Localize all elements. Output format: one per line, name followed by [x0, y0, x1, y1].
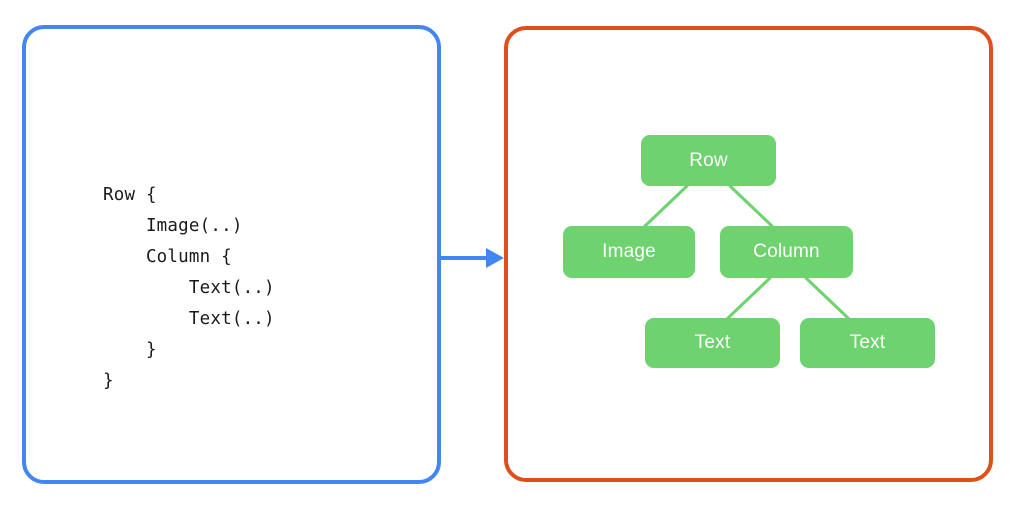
tree-node-column-label: Column: [753, 241, 820, 262]
tree-node-text-1[interactable]: Text: [645, 318, 780, 368]
tree-node-text-1-label: Text: [694, 332, 731, 353]
tree-node-row-label: Row: [689, 149, 728, 171]
tree-node-image-label: Image: [602, 241, 656, 262]
tree-node-text-2-label: Text: [849, 332, 886, 353]
tree-node-image[interactable]: Image: [563, 226, 695, 278]
tree-node-column[interactable]: Column: [720, 226, 853, 278]
code-snippet: Row { Image(..) Column { Text(..) Text(.…: [103, 185, 275, 391]
code-panel: Row { Image(..) Column { Text(..) Text(.…: [22, 25, 441, 484]
tree-node-row[interactable]: Row: [641, 135, 776, 186]
flow-arrow-icon: [438, 248, 504, 268]
tree-node-text-2[interactable]: Text: [800, 318, 935, 368]
